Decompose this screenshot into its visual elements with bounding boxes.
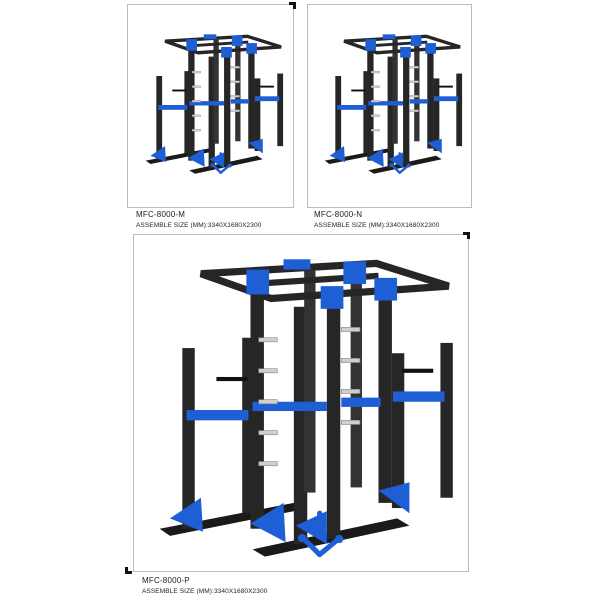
corner-mark [463, 232, 470, 239]
power-rack-image-n [322, 32, 464, 176]
power-rack-image-m [143, 32, 285, 176]
corner-mark [289, 2, 296, 9]
power-rack-image-p [139, 255, 459, 565]
model-name: MFC-8000-P [142, 576, 190, 585]
corner-mark [125, 567, 132, 574]
product-card-p [133, 234, 469, 572]
assemble-size: ASSEMBLE SIZE (MM):3340X1680X2300 [136, 222, 262, 229]
product-card-m [127, 4, 294, 208]
assemble-size: ASSEMBLE SIZE (MM):3340X1680X2300 [314, 222, 440, 229]
assemble-size: ASSEMBLE SIZE (MM):3340X1680X2300 [142, 588, 268, 595]
model-name: MFC-8000-N [314, 210, 363, 219]
product-card-n [307, 4, 472, 208]
model-name: MFC-8000-M [136, 210, 186, 219]
